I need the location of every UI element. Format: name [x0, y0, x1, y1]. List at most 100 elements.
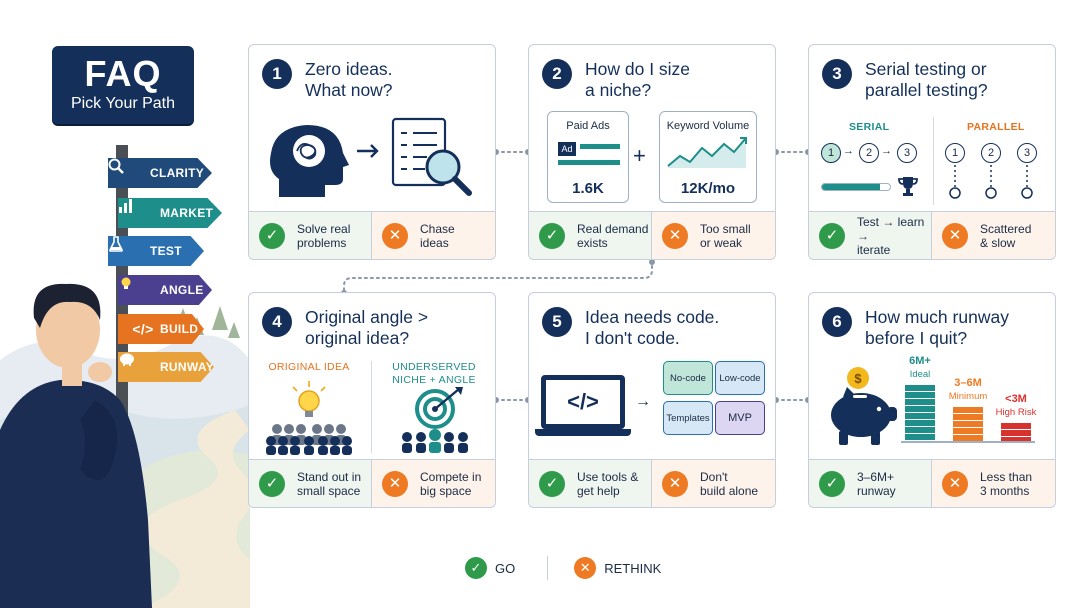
runway-bar-value: 6M+: [909, 355, 931, 367]
target-audience-icon: [402, 387, 468, 453]
card-question: Original angle > original idea?: [305, 307, 429, 348]
card-outcomes: ✓ 3–6M+ runway ✕ Less than 3 months: [809, 459, 1055, 507]
card-visual: Paid Ads Ad 1.6K + Keyword Volume 12K/mo: [529, 109, 775, 209]
go-outcome: ✓ Use tools & get help: [529, 460, 652, 507]
legend-divider: [547, 556, 549, 580]
serial-step: 3: [897, 143, 917, 163]
niche-angle-label: UNDERSERVED NICHE + ANGLE: [392, 361, 476, 386]
laptop-base: [535, 429, 631, 436]
rethink-text: Chase ideas: [420, 221, 455, 250]
runway-bar-label: High Risk: [995, 407, 1037, 418]
card-outcomes: ✓ Stand out in small space ✕ Compete in …: [249, 459, 495, 507]
faq-card-3[interactable]: 3 Serial testing or parallel testing? SE…: [808, 44, 1056, 260]
runway-bar: [953, 407, 983, 441]
faq-card-1[interactable]: 1 Zero ideas. What now? ✓ Solve real pro…: [248, 44, 496, 260]
check-icon: ✓: [539, 222, 565, 249]
runway-baseline: [901, 441, 1035, 443]
serial-label: SERIAL: [849, 121, 890, 133]
parallel-step: 3: [1017, 143, 1037, 163]
card-visual: ORIGINAL IDEA UNDERSERVED NICHE + ANGLE: [249, 357, 495, 457]
sign-clarity[interactable]: CLARITY: [108, 158, 212, 188]
x-icon: ✕: [382, 470, 408, 497]
card-question: Zero ideas. What now?: [305, 59, 393, 100]
arrow-right-icon: →: [881, 145, 892, 157]
card-question: How much runway before I quit?: [865, 307, 1009, 348]
paid-ads-box: Paid Ads Ad 1.6K: [547, 111, 629, 203]
plus-icon: +: [633, 143, 646, 168]
legend-rethink: RETHINK: [604, 560, 662, 576]
go-outcome: ✓ Solve real problems: [249, 212, 372, 259]
sign-test[interactable]: TEST: [108, 236, 204, 266]
check-icon: ✓: [259, 222, 285, 249]
card-visual: </> → No-code Low-code Templates MVP: [529, 357, 775, 457]
serial-step: 1: [821, 143, 841, 163]
document-magnifier-icon: [391, 117, 472, 196]
runway-bar: [1001, 423, 1031, 441]
go-outcome: ✓ Stand out in small space: [249, 460, 372, 507]
go-text: Real demand exists: [577, 221, 649, 250]
legend-go: GO: [495, 560, 516, 576]
serial-progress-bar: [821, 183, 891, 191]
x-icon: ✕: [662, 222, 688, 249]
divider: [371, 361, 372, 453]
original-idea-label: ORIGINAL IDEA: [268, 361, 350, 373]
runway-bar: [905, 385, 935, 441]
confused-head-icon: [270, 125, 379, 197]
keyword-volume-label: Keyword Volume: [666, 120, 750, 132]
card-question: Serial testing or parallel testing?: [865, 59, 988, 100]
card-number: 6: [822, 307, 852, 337]
serial-progress-fill: [822, 184, 880, 190]
puzzle-no-code: No-code: [663, 361, 713, 395]
piggy-bank-icon: [831, 387, 897, 445]
faq-card-6[interactable]: 6 How much runway before I quit? $ 6M+Id…: [808, 292, 1056, 508]
code-icon: </>: [132, 321, 154, 337]
sign-runway[interactable]: RUNWAY: [118, 352, 214, 382]
card-question: How do I size a niche?: [585, 59, 691, 100]
rethink-outcome: ✕ Scattered & slow: [932, 212, 1055, 259]
puzzle-mvp: MVP: [715, 401, 765, 435]
puzzle-templates: Templates: [663, 401, 713, 435]
trophy-icon: [898, 177, 918, 196]
go-text: Solve real problems: [297, 221, 351, 250]
legend: ✓ GO ✕ RETHINK: [465, 555, 693, 581]
go-text: Stand out in small space: [297, 469, 362, 498]
card-visual: SERIAL PARALLEL 1 → 2 → 3 1 2 3: [809, 109, 1055, 209]
paid-ads-label: Paid Ads: [566, 120, 610, 132]
faq-sign: FAQ Pick Your Path: [52, 46, 194, 124]
card-outcomes: ✓ Solve real problems ✕ Chase ideas: [249, 211, 495, 259]
rethink-text: Compete in big space: [420, 469, 482, 498]
coin-icon: $: [847, 367, 869, 389]
faq-card-5[interactable]: 5 Idea needs code. I don't code. </> → N…: [528, 292, 776, 508]
runway-bar-value: <3M: [1005, 393, 1027, 405]
arrow-right-icon: →: [635, 393, 651, 410]
go-text: 3–6M+ runway: [857, 469, 896, 498]
card-outcomes: ✓ Use tools & get help ✕ Don't build alo…: [529, 459, 775, 507]
ad-line: [558, 160, 620, 165]
check-icon: ✓: [819, 470, 845, 497]
go-text: Use tools & get help: [577, 469, 639, 498]
parallel-label: PARALLEL: [967, 121, 1025, 133]
sign-label: RUNWAY: [159, 360, 214, 374]
sign-label: ANGLE: [160, 283, 204, 297]
card-outcomes: ✓ Test → learn → iterate ✕ Scattered & s…: [809, 211, 1055, 259]
rethink-outcome: ✕ Compete in big space: [372, 460, 495, 507]
sign-label: TEST: [150, 244, 182, 258]
rethink-text: Too small or weak: [700, 221, 751, 250]
rethink-outcome: ✕ Don't build alone: [652, 460, 775, 507]
parallel-step: 1: [945, 143, 965, 163]
go-outcome: ✓ 3–6M+ runway: [809, 460, 932, 507]
x-icon: ✕: [382, 222, 408, 249]
sign-angle[interactable]: ANGLE: [118, 275, 212, 305]
faq-card-2[interactable]: 2 How do I size a niche? Paid Ads Ad 1.6…: [528, 44, 776, 260]
sign-build[interactable]: </> BUILD: [118, 314, 204, 344]
card-visual: [249, 109, 495, 209]
divider: [933, 117, 934, 205]
puzzle-low-code: Low-code: [715, 361, 765, 395]
rethink-outcome: ✕ Less than 3 months: [932, 460, 1055, 507]
rethink-outcome: ✕ Too small or weak: [652, 212, 775, 259]
rethink-text: Scattered & slow: [980, 221, 1032, 250]
sign-market[interactable]: MARKET: [118, 198, 222, 228]
faq-card-4[interactable]: 4 Original angle > original idea? ORIGIN…: [248, 292, 496, 508]
card-number: 5: [542, 307, 572, 337]
